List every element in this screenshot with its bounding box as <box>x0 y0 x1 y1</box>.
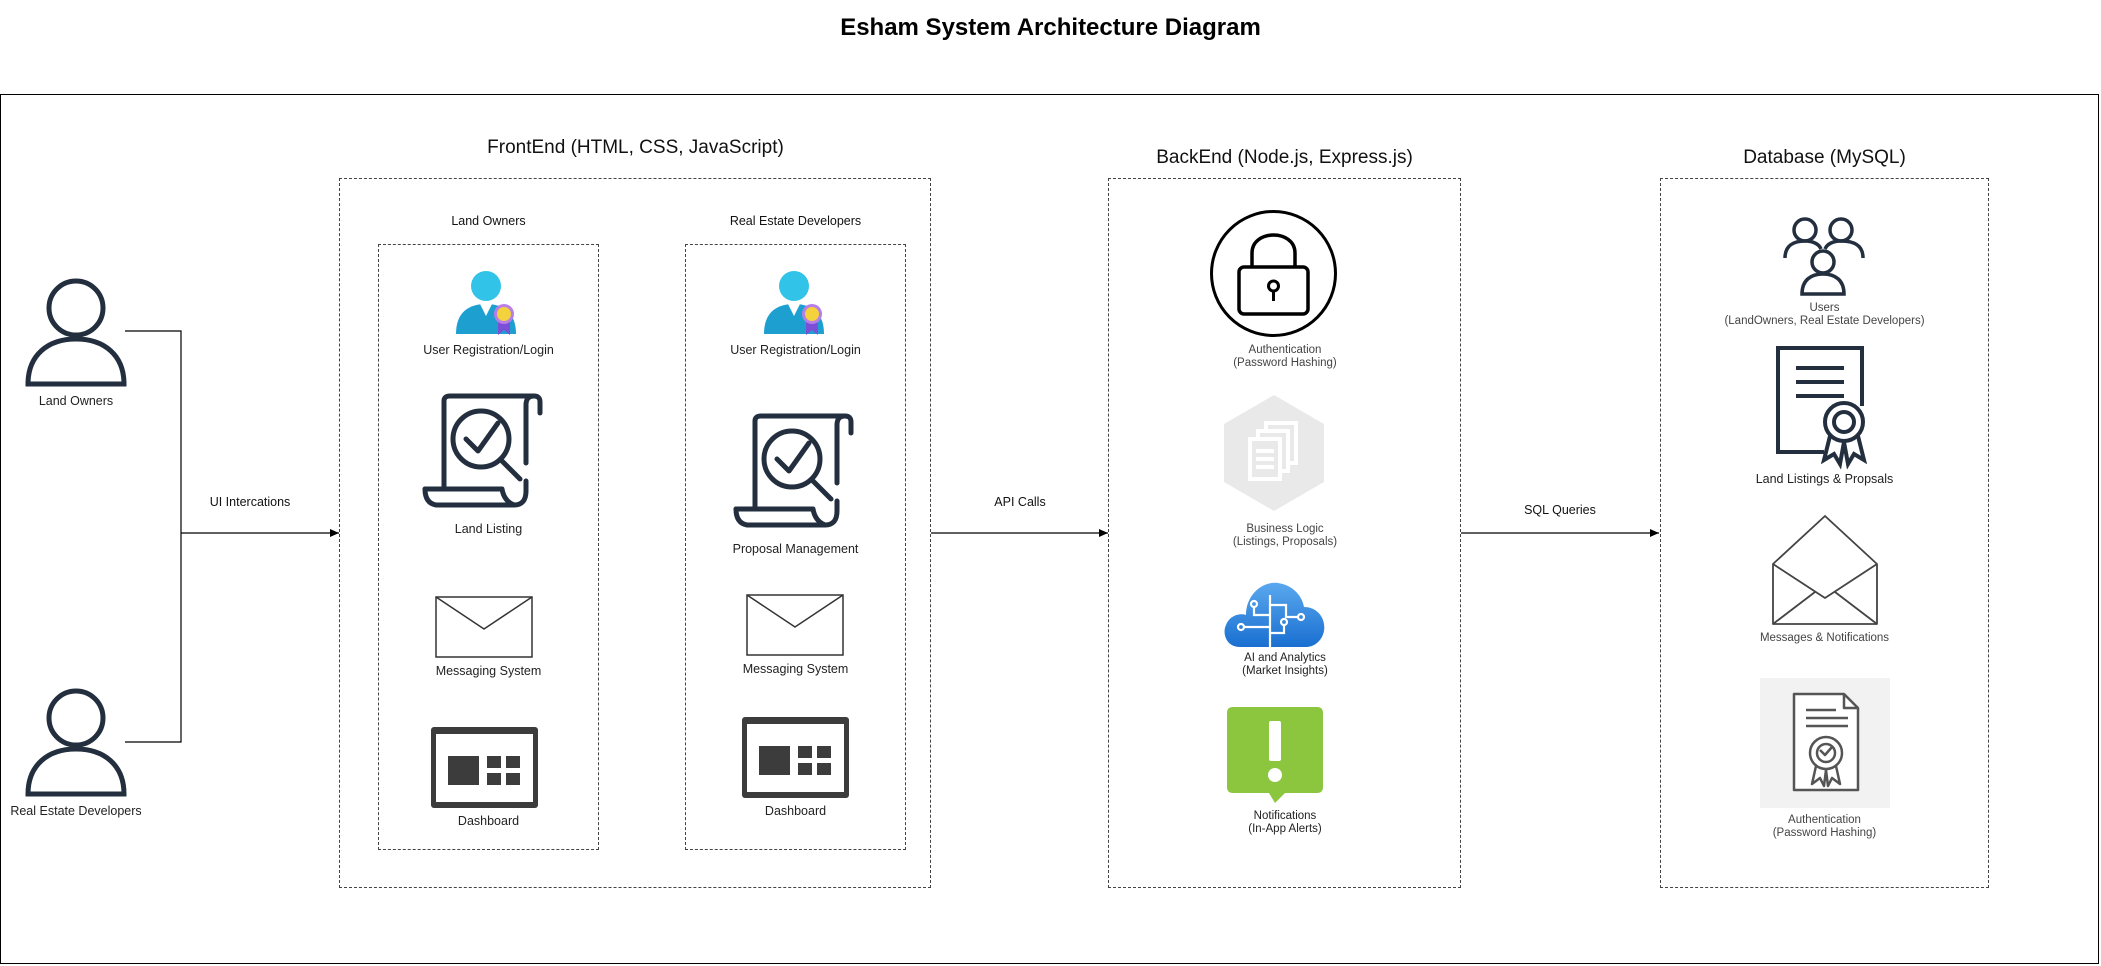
database-item-label: Users (LandOwners, Real Estate Developer… <box>1660 302 1989 328</box>
item-label: Messaging System <box>742 662 849 676</box>
land-owners-column-title: Land Owners <box>451 214 526 228</box>
backend-item-label: AI and Analytics (Market Insights) <box>1150 652 1420 678</box>
label-line: (Market Insights) <box>1242 665 1328 678</box>
api-calls-label: API Calls <box>994 495 1046 509</box>
label-line: (LandOwners, Real Estate Developers) <box>1724 315 1925 328</box>
label-line: (Listings, Proposals) <box>1232 536 1338 549</box>
label-line: Business Logic <box>1246 523 1324 535</box>
database-item-label: Land Listings & Propsals <box>1660 472 1989 486</box>
lock-icon <box>1210 210 1337 337</box>
user-badge-icon <box>764 271 824 335</box>
label-line: Authentication <box>1788 814 1861 826</box>
user-badge-icon <box>456 271 516 335</box>
diagram-title: Esham System Architecture Diagram <box>840 14 1261 41</box>
document-search-icon <box>733 413 854 528</box>
actor-bracket-line <box>125 330 182 743</box>
item-label: User Registration/Login <box>423 343 554 357</box>
backend-item-label: Notifications (In-App Alerts) <box>1150 810 1420 836</box>
label-line: Users <box>1809 302 1840 314</box>
database-title: Database (MySQL) <box>1743 147 1906 168</box>
database-item-label: Authentication (Password Hashing) <box>1660 814 1989 840</box>
certificate-icon <box>1776 346 1868 470</box>
item-label: Dashboard <box>764 804 827 818</box>
backend-item-label: Authentication (Password Hashing) <box>1150 344 1420 370</box>
developers-column <box>685 244 906 850</box>
cloud-circuit-icon <box>1224 582 1325 647</box>
open-envelope-icon <box>1772 515 1878 625</box>
frontend-container <box>339 178 931 888</box>
label-line: Messages & Notifications <box>1759 632 1890 644</box>
label-line: Notifications <box>1253 810 1317 822</box>
diagram-frame <box>0 94 2099 964</box>
label-line: Land Listings & Propsals <box>1755 472 1894 486</box>
sql-queries-label: SQL Queries <box>1524 503 1596 517</box>
item-label: Land Listing <box>454 522 523 536</box>
user-icon <box>25 278 127 387</box>
certificate-badge-icon <box>1760 678 1890 808</box>
actor-label-land-owners: Land Owners <box>38 394 114 408</box>
users-group-icon <box>1783 217 1865 296</box>
actor-label-real-estate-developers: Real Estate Developers <box>10 804 142 818</box>
label-line: (Password Hashing) <box>1772 827 1877 840</box>
label-line: (Password Hashing) <box>1233 357 1337 370</box>
backend-title: BackEnd (Node.js, Express.js) <box>1156 147 1413 168</box>
envelope-icon <box>435 596 533 658</box>
ui-interactions-label: UI Intercations <box>209 495 291 509</box>
alert-icon <box>1227 707 1323 803</box>
item-label: Dashboard <box>457 814 520 828</box>
documents-hexagon-icon <box>1224 395 1324 511</box>
database-container <box>1660 178 1989 888</box>
user-icon <box>25 688 127 797</box>
label-line: Authentication <box>1248 344 1322 356</box>
item-label: User Registration/Login <box>730 343 861 357</box>
label-line: (In-App Alerts) <box>1248 823 1322 836</box>
dashboard-icon <box>742 717 849 798</box>
envelope-icon <box>746 594 844 656</box>
backend-item-label: Business Logic (Listings, Proposals) <box>1150 523 1420 549</box>
land-owners-column <box>378 244 599 850</box>
developers-column-title: Real Estate Developers <box>729 214 862 228</box>
label-line: AI and Analytics <box>1244 652 1326 664</box>
database-item-label: Messages & Notifications <box>1660 632 1989 645</box>
item-label: Proposal Management <box>732 542 859 556</box>
dashboard-icon <box>431 727 538 808</box>
document-search-icon <box>422 393 543 508</box>
frontend-title: FrontEnd (HTML, CSS, JavaScript) <box>487 137 784 158</box>
backend-container <box>1108 178 1461 888</box>
item-label: Messaging System <box>435 664 542 678</box>
